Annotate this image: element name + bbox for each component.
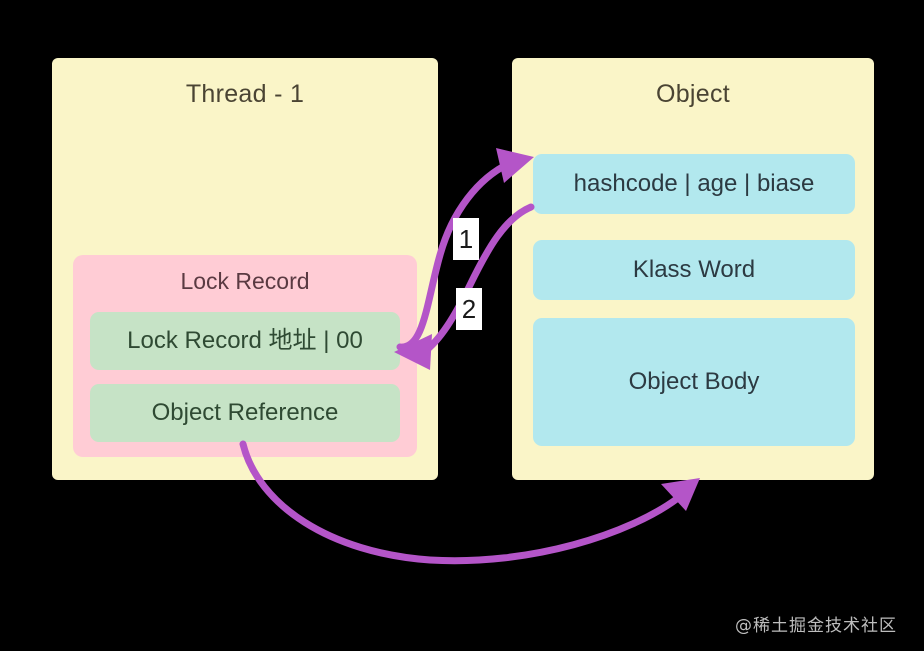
step-label-2: 2 (456, 288, 482, 330)
arrow-3-head (661, 478, 700, 511)
object-header-markword-cell[interactable]: hashcode | age | biase (533, 154, 855, 214)
lock-record-address-label: Lock Record 地址 | 00 (127, 327, 363, 354)
object-body-cell[interactable]: Object Body (533, 318, 855, 446)
step-1-number: 1 (458, 223, 474, 254)
lock-record-group: Lock Record Lock Record 地址 | 00 Object R… (73, 255, 417, 457)
object-panel-title: Object (655, 80, 731, 108)
step-label-1: 1 (453, 218, 479, 260)
object-body-label: Object Body (628, 368, 760, 395)
thread-panel: Thread - 1 Lock Record Lock Record 地址 | … (52, 58, 438, 480)
watermark: @稀土掘金技术社区 (735, 616, 897, 636)
object-reference-cell[interactable]: Object Reference (90, 384, 400, 442)
thread-panel-title: Thread - 1 (185, 80, 305, 108)
object-klass-word-cell[interactable]: Klass Word (533, 240, 855, 300)
lock-record-title: Lock Record (180, 268, 310, 294)
object-reference-label: Object Reference (151, 399, 339, 426)
lock-record-address-cell[interactable]: Lock Record 地址 | 00 (90, 312, 400, 370)
object-panel: Object hashcode | age | biase Klass Word… (512, 58, 874, 480)
object-markword-label: hashcode | age | biase (573, 170, 815, 197)
object-klass-word-label: Klass Word (632, 256, 756, 283)
step-2-number: 2 (461, 293, 477, 324)
